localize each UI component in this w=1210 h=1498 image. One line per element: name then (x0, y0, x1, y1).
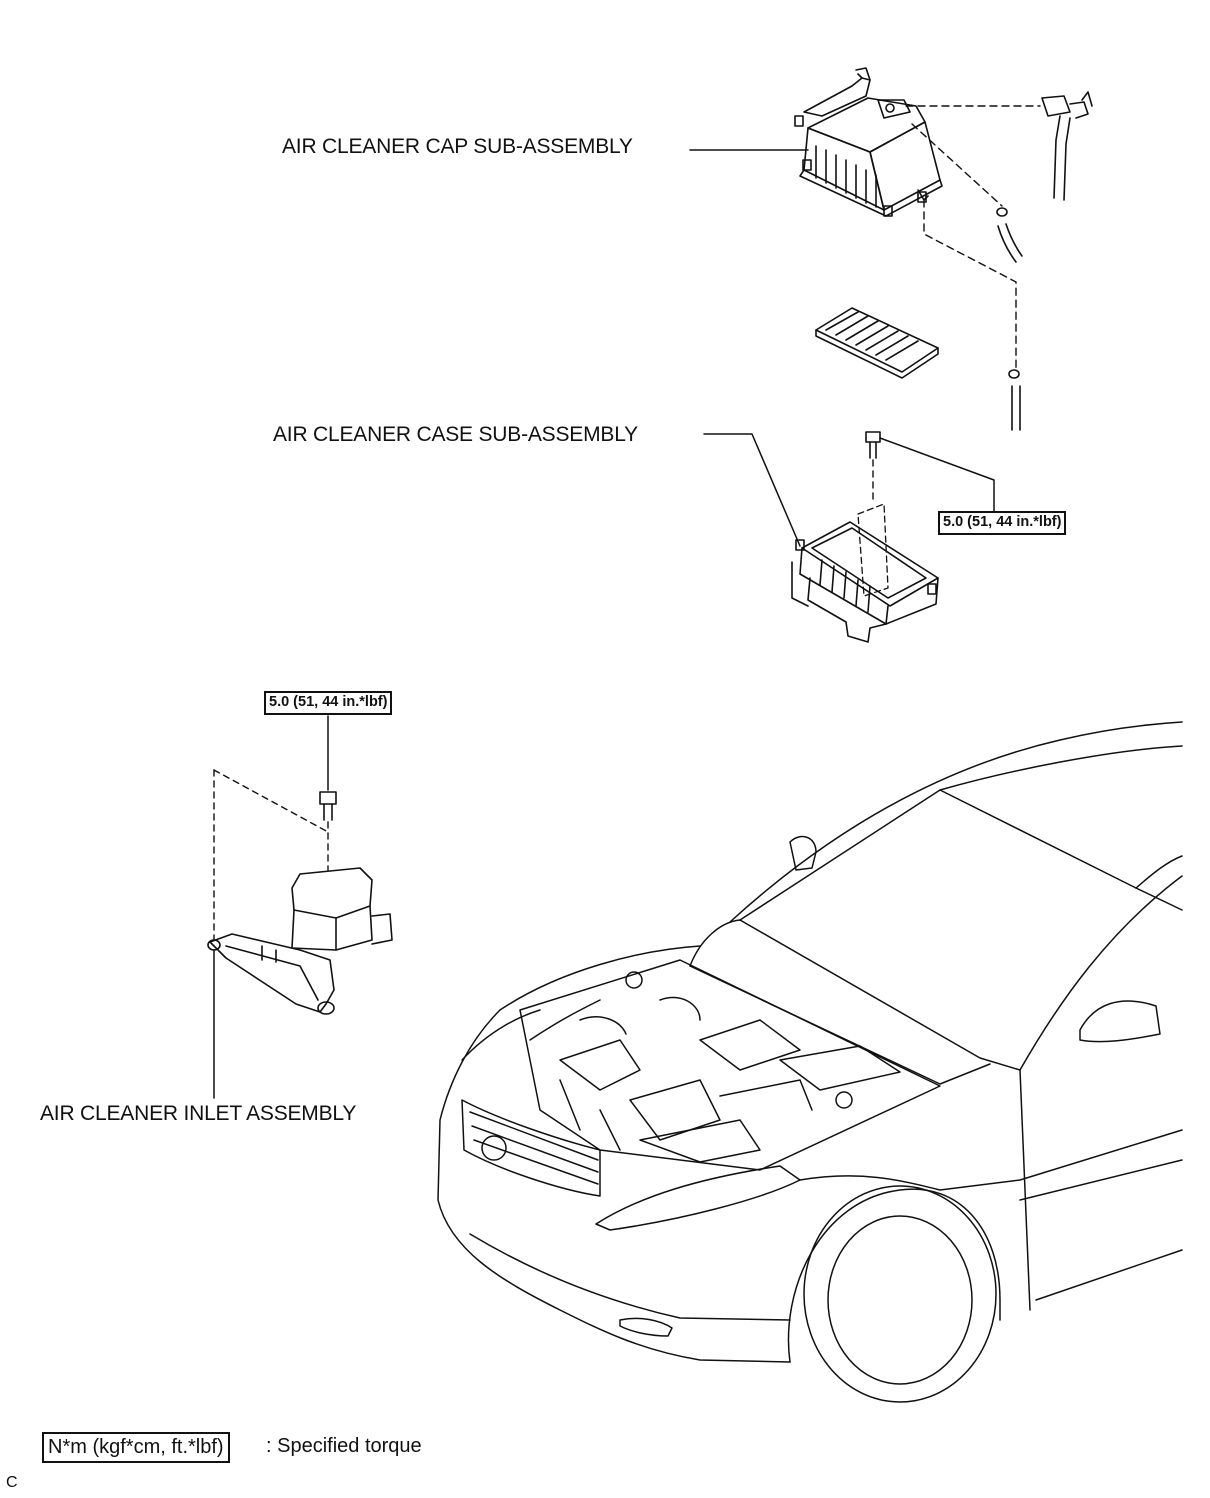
vent-hose (996, 207, 1023, 431)
inlet-bolt (319, 791, 337, 821)
case-bolt (865, 431, 881, 459)
air-cleaner-inlet-part (207, 867, 393, 1015)
legend-unit-box: N*m (kgf*cm, ft.*lbf) (42, 1432, 230, 1463)
air-cleaner-case-part (791, 503, 939, 643)
wire-harness-connector (1041, 91, 1093, 201)
air-cleaner-cap-part (794, 67, 943, 217)
label-air-cleaner-cap: AIR CLEANER CAP SUB-ASSEMBLY (282, 135, 633, 158)
label-air-cleaner-inlet: AIR CLEANER INLET ASSEMBLY (40, 1102, 357, 1125)
vehicle-outline (437, 721, 1183, 1403)
torque-spec-inlet-bolt: 5.0 (51, 44 in.*lbf) (264, 691, 393, 715)
corner-mark: C (6, 1474, 18, 1491)
legend-description: : Specified torque (266, 1435, 422, 1457)
label-air-cleaner-case: AIR CLEANER CASE SUB-ASSEMBLY (273, 423, 638, 446)
torque-spec-case-bolt: 5.0 (51, 44 in.*lbf) (938, 511, 1067, 535)
air-filter-element (815, 307, 939, 379)
